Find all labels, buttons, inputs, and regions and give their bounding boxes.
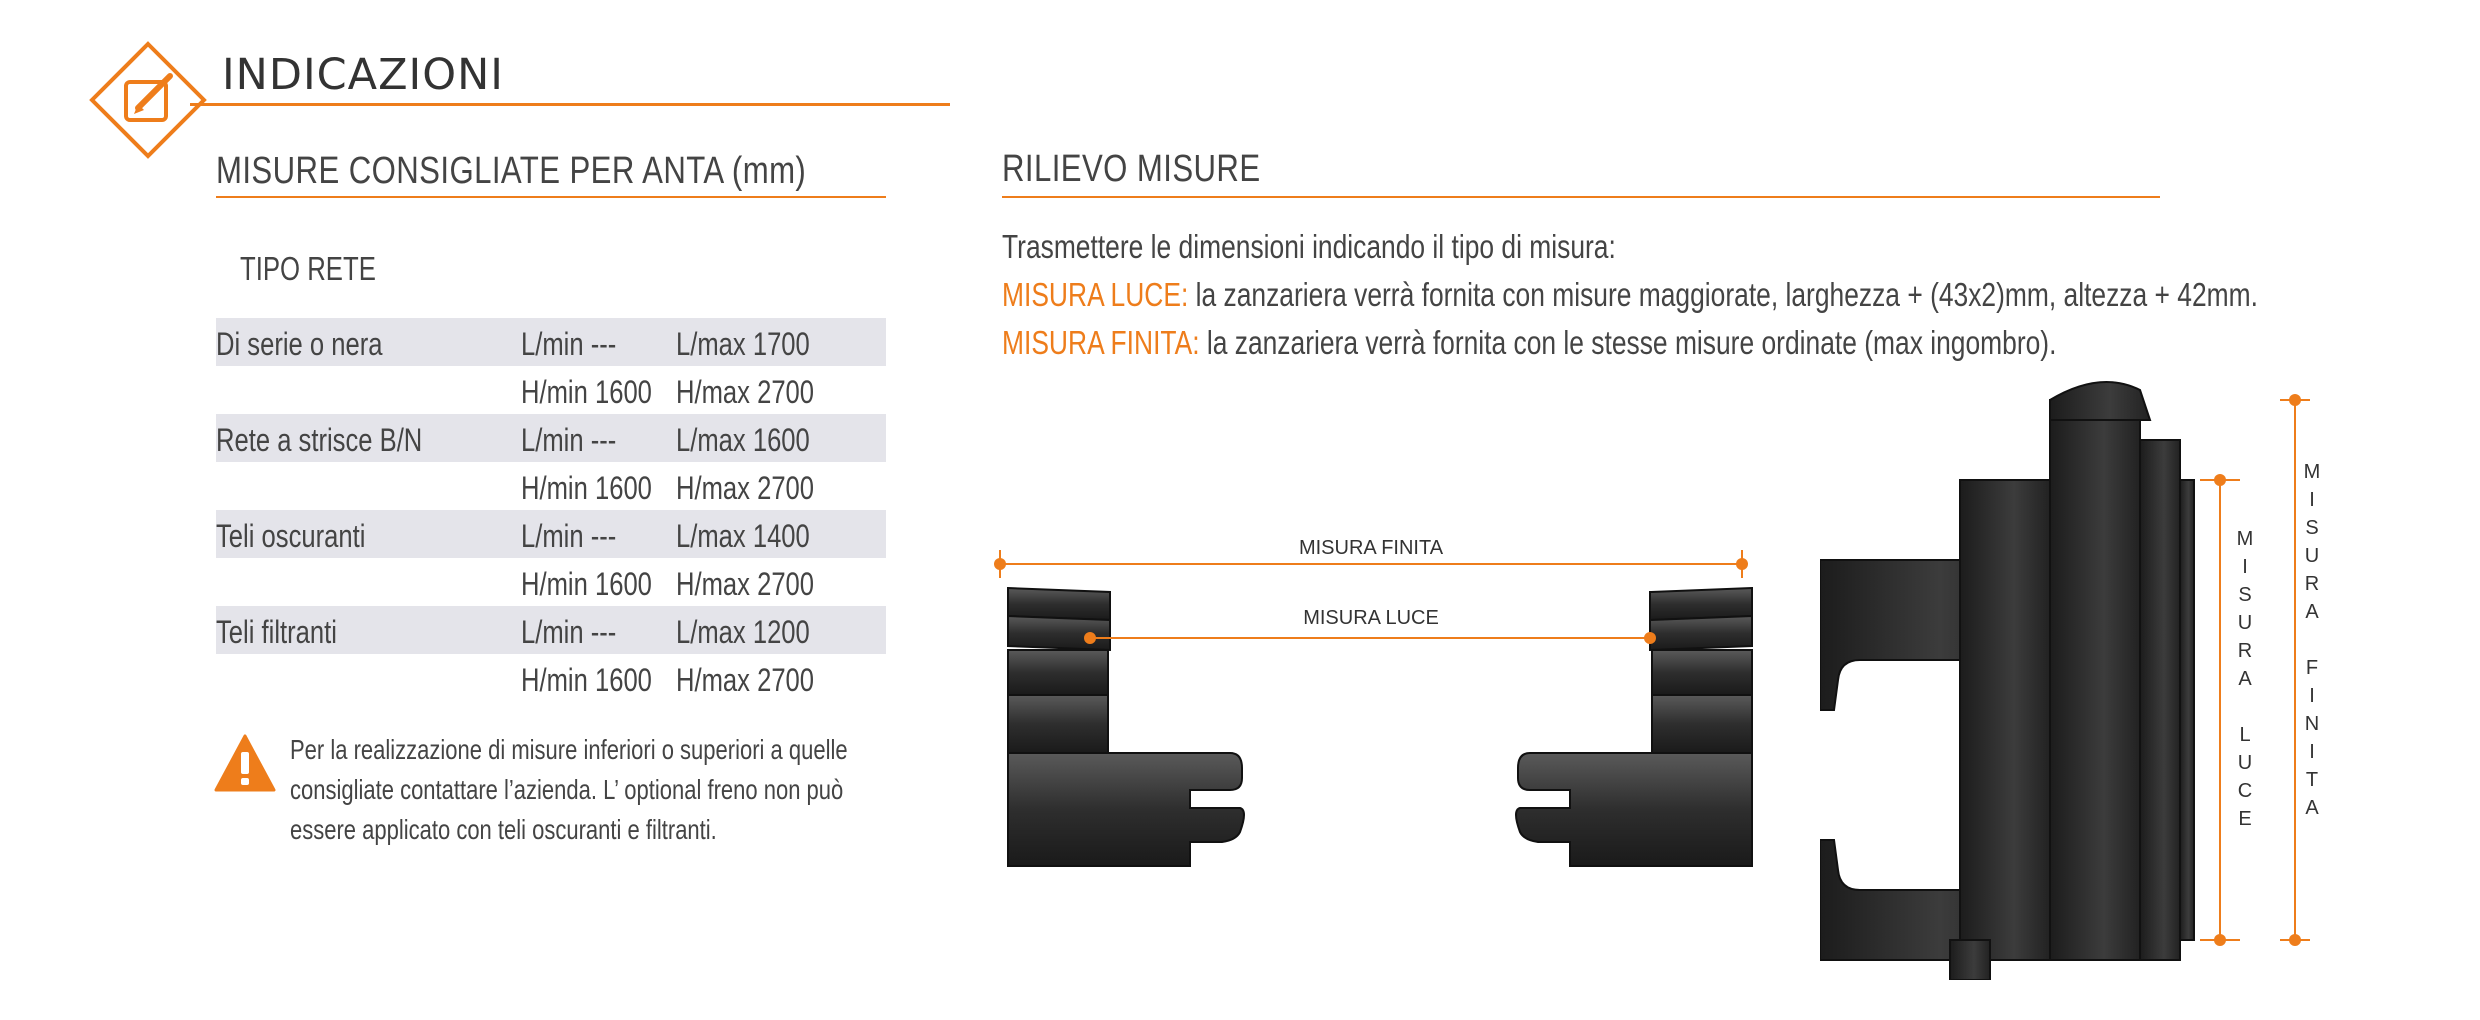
vertical-label-letter: F	[2306, 657, 2318, 679]
dimension-endpoint	[2214, 474, 2226, 486]
max-size: L/max 1400	[676, 518, 810, 554]
table-row: Di serie o nera L/min --- L/max 1700	[216, 318, 886, 366]
sizes-table: Di serie o nera L/min --- L/max 1700 H/m…	[216, 318, 886, 702]
finita-label: MISURA FINITA	[1299, 537, 1444, 559]
min-size: L/min ---	[521, 326, 617, 362]
net-type-heading: TIPO RETE	[240, 250, 376, 287]
title-underline	[190, 103, 950, 106]
finita-text: la zanzariera verrà fornita con le stess…	[1199, 324, 2057, 361]
vertical-label-letter: U	[2238, 752, 2252, 774]
warning-note: Per la realizzazione di misure inferiori…	[290, 730, 866, 850]
luce-label: MISURA LUCE:	[1002, 276, 1189, 313]
vertical-label-letter: U	[2238, 612, 2252, 634]
vertical-label-letter: T	[2306, 769, 2318, 791]
plan-section-diagram: MISURA FINITA MISURA LUCE	[994, 537, 1753, 867]
left-profile	[1007, 586, 1245, 867]
min-size: H/min 1600	[521, 662, 652, 698]
vertical-label-letter: A	[2238, 668, 2252, 690]
vertical-label-letter: S	[2238, 584, 2251, 606]
table-row: H/min 1600 H/max 2700	[216, 366, 886, 414]
net-type-name: Teli filtranti	[216, 614, 337, 650]
window-profile	[1820, 381, 2195, 980]
min-size: H/min 1600	[521, 566, 652, 602]
vertical-label-letter: A	[2305, 601, 2319, 623]
pencil-edit-icon	[89, 41, 207, 159]
vertical-label-letter: I	[2309, 489, 2315, 511]
dimension-endpoint	[2289, 394, 2301, 406]
vertical-label-letter: R	[2305, 573, 2319, 595]
dimension-endpoint	[1644, 632, 1656, 644]
max-size: L/max 1700	[676, 326, 810, 362]
vertical-label-letter: U	[2305, 545, 2319, 567]
right-profile	[1515, 586, 1753, 867]
max-size: H/max 2700	[676, 470, 815, 506]
vertical-label-letter: C	[2238, 780, 2252, 802]
warning-line: consigliate contattare l’azienda. L’ opt…	[290, 774, 844, 805]
max-size: H/max 2700	[676, 566, 815, 602]
finita-label: MISURA FINITA:	[1002, 324, 1200, 361]
vertical-label-letter: M	[2237, 528, 2254, 550]
vertical-label-letter: L	[2239, 724, 2250, 746]
luce-text: la zanzariera verrà fornita con misure m…	[1188, 276, 2258, 313]
finita-definition: MISURA FINITA: la zanzariera verrà forni…	[1002, 324, 2056, 362]
right-section-rule	[1002, 196, 2160, 198]
recommended-sizes-title: MISURE CONSIGLIATE PER ANTA (mm)	[216, 150, 807, 192]
table-row: Rete a strisce B/N L/min --- L/max 1600	[216, 414, 886, 462]
luce-vertical-dimension	[2200, 479, 2240, 941]
left-section-rule	[216, 196, 886, 198]
table-row: Teli oscuranti L/min --- L/max 1400	[216, 510, 886, 558]
table-row: H/min 1600 H/max 2700	[216, 558, 886, 606]
vertical-label-letter: A	[2305, 797, 2319, 819]
dimension-endpoint	[1736, 558, 1748, 570]
page-title: INDICAZIONI	[222, 50, 504, 100]
min-size: L/min ---	[521, 518, 617, 554]
max-size: H/max 2700	[676, 662, 815, 698]
vertical-label-letter: R	[2238, 640, 2252, 662]
luce-definition: MISURA LUCE: la zanzariera verrà fornita…	[1002, 276, 2258, 314]
max-size: H/max 2700	[676, 374, 815, 410]
vertical-label-letter: M	[2304, 461, 2321, 483]
warning-line: Per la realizzazione di misure inferiori…	[290, 734, 848, 765]
warning-icon	[214, 734, 276, 792]
min-size: L/min ---	[521, 422, 617, 458]
warning-line: essere applicato con teli oscuranti e fi…	[290, 814, 717, 845]
net-type-name: Rete a strisce B/N	[216, 422, 423, 458]
min-size: H/min 1600	[521, 374, 652, 410]
luce-label: MISURA LUCE	[1303, 607, 1439, 629]
max-size: L/max 1600	[676, 422, 810, 458]
net-type-name: Di serie o nera	[216, 326, 383, 362]
measurement-intro: Trasmettere le dimensioni indicando il t…	[1002, 228, 1616, 265]
vertical-label-letter: I	[2242, 556, 2248, 578]
dimension-endpoint	[2214, 934, 2226, 946]
dimension-endpoint	[994, 558, 1006, 570]
table-row: H/min 1600 H/max 2700	[216, 462, 886, 510]
dimension-endpoint	[1084, 632, 1096, 644]
min-size: H/min 1600	[521, 470, 652, 506]
table-row: Teli filtranti L/min --- L/max 1200	[216, 606, 886, 654]
vertical-label-letter: S	[2305, 517, 2318, 539]
vertical-label-letter: E	[2238, 808, 2251, 830]
measurement-title: RILIEVO MISURE	[1002, 148, 1261, 190]
vertical-label-letter: I	[2309, 685, 2315, 707]
net-type-name: Teli oscuranti	[216, 518, 366, 554]
vertical-label-letter: N	[2305, 713, 2319, 735]
table-row: H/min 1600 H/max 2700	[216, 654, 886, 702]
dimension-endpoint	[2289, 934, 2301, 946]
min-size: L/min ---	[521, 614, 617, 650]
vertical-label-letter: I	[2309, 741, 2315, 763]
max-size: L/max 1200	[676, 614, 810, 650]
